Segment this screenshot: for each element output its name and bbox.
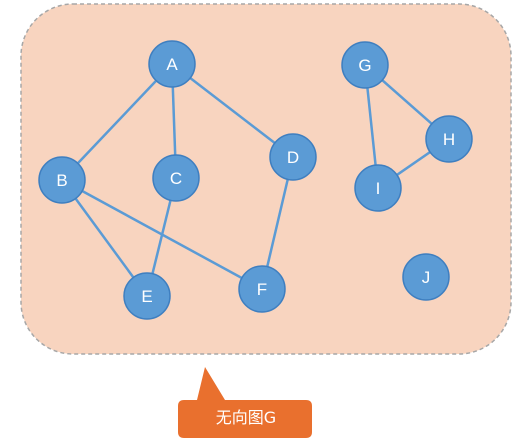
- node-f: F: [238, 265, 286, 313]
- node-label: H: [443, 130, 455, 149]
- node-circle: [269, 133, 317, 181]
- node-circle: [38, 156, 86, 204]
- node-h: H: [425, 115, 473, 163]
- node-layer: A B C D E F G H I J: [38, 40, 473, 320]
- node-label: C: [170, 169, 182, 188]
- callout-bubble: [178, 367, 312, 438]
- node-circle: [152, 154, 200, 202]
- node-label: F: [257, 280, 267, 299]
- node-label: E: [141, 287, 152, 306]
- node-circle: [238, 265, 286, 313]
- node-circle: [123, 272, 171, 320]
- node-label: B: [56, 171, 67, 190]
- node-d: D: [269, 133, 317, 181]
- node-circle: [402, 253, 450, 301]
- edge-a-d: [171, 63, 294, 158]
- node-g: G: [341, 41, 389, 89]
- graph-panel: [20, 3, 512, 355]
- node-circle: [354, 164, 402, 212]
- node-circle: [341, 41, 389, 89]
- graph-callout: 无向图G: [178, 367, 312, 438]
- callout-label: 无向图G: [216, 408, 276, 427]
- node-label: A: [166, 55, 178, 74]
- node-e: E: [123, 272, 171, 320]
- edge-b-e: [60, 179, 149, 297]
- node-c: C: [152, 154, 200, 202]
- node-circle: [425, 115, 473, 163]
- node-j: J: [402, 253, 450, 301]
- edge-a-b: [61, 63, 173, 181]
- node-i: I: [354, 164, 402, 212]
- node-b: B: [38, 156, 86, 204]
- node-label: D: [287, 148, 299, 167]
- node-label: I: [376, 179, 381, 198]
- node-label: G: [358, 56, 371, 75]
- node-circle: [148, 40, 196, 88]
- node-label: J: [422, 268, 431, 287]
- node-a: A: [148, 40, 196, 88]
